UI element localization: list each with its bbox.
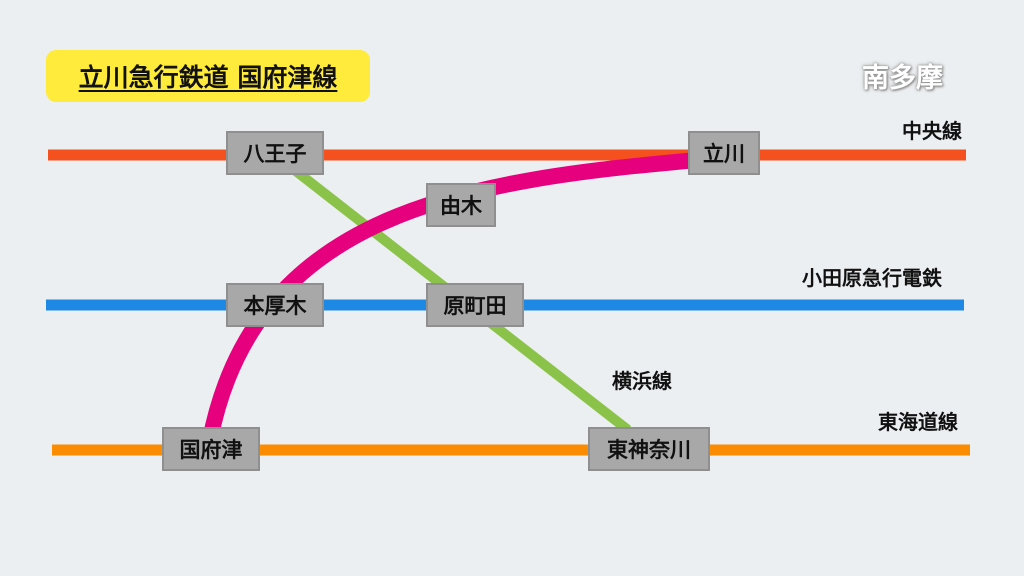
station-honatsugi[interactable]: 本厚木 xyxy=(226,283,324,327)
odakyu-line-label: 小田原急行電鉄 xyxy=(802,266,942,290)
station-haramachida[interactable]: 原町田 xyxy=(426,283,524,327)
page-title: 立川急行鉄道 国府津線 xyxy=(78,63,338,92)
station-higashikanagawa[interactable]: 東神奈川 xyxy=(588,427,710,471)
station-yuki[interactable]: 由木 xyxy=(426,183,496,227)
title-badge: 立川急行鉄道 国府津線 xyxy=(46,50,370,102)
station-hachioji[interactable]: 八王子 xyxy=(226,131,324,175)
yokohama-line-label: 横浜線 xyxy=(612,369,672,393)
tokaido-line-label: 東海道線 xyxy=(878,410,958,434)
station-tachikawa[interactable]: 立川 xyxy=(688,131,760,175)
region-label: 南多摩 xyxy=(862,63,943,94)
station-kozu[interactable]: 国府津 xyxy=(162,427,260,471)
kozu-line xyxy=(202,152,706,448)
chuo-line-label: 中央線 xyxy=(902,119,962,143)
